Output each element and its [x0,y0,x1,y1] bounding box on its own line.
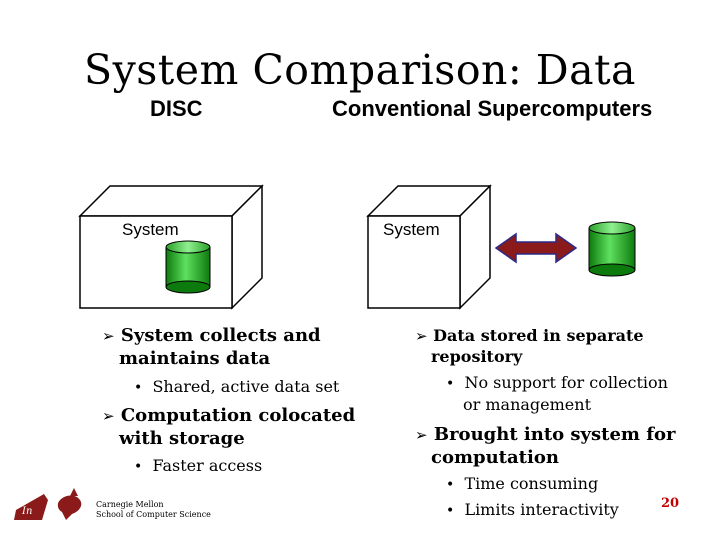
disc-storage-cylinder [165,240,211,294]
right-sub-1: • No support for collection [446,373,668,392]
right-b2-line2: computation [431,447,559,468]
svg-text:In: In [21,506,32,517]
cs-logo-icon: In [14,494,48,520]
left-b2-line2: with storage [119,428,245,449]
left-sub-2: • Faster access [134,456,263,475]
disc-heading: DISC [150,96,203,121]
disc-system-box: System [78,184,264,310]
left-b1-line2: maintains data [119,348,271,369]
page-number: 20 [661,496,680,511]
footer-line2: School of Computer Science [96,510,211,519]
conventional-system-box: System [366,184,492,310]
right-b2-sub1: Time consuming [464,474,599,493]
right-b1-sub-line2: or management [463,395,592,414]
right-bullet-2: ➢ Brought into system for [415,423,675,447]
right-b1-sub-line1: No support for collection [464,373,668,392]
griffin-logo-icon [57,488,82,520]
left-bullet-1: ➢ System collects and [102,324,321,348]
data-transfer-arrow [494,232,578,264]
footer-line1: Carnegie Mellon [96,500,164,509]
slide-title: System Comparison: Data [84,46,636,94]
right-sub-2b: • Limits interactivity [446,500,619,519]
right-b1-line1: Data stored in separate [433,326,644,345]
left-b2-line1: Computation colocated [120,405,356,426]
right-b1-line2: repository [431,347,523,366]
arrow-bullet-icon: ➢ [415,426,428,444]
right-b2-line1: Brought into system for [433,424,676,445]
right-b2-sub2: Limits interactivity [464,500,619,519]
arrow-bullet-icon: ➢ [415,327,428,345]
supercomputers-heading: Conventional Supercomputers [332,96,653,121]
right-bullet-1: ➢ Data stored in separate [415,324,644,348]
separate-repository-cylinder [588,221,636,277]
left-b2-sub: Faster access [152,456,263,475]
disc-system-label: System [122,220,179,239]
arrow-bullet-icon: ➢ [102,327,115,345]
left-bullet-2: ➢ Computation colocated [102,404,355,428]
arrow-bullet-icon: ➢ [102,407,115,425]
left-b1-line1: System collects and [120,325,321,346]
right-sub-2a: • Time consuming [446,474,599,493]
left-b1-sub: Shared, active data set [152,377,340,396]
left-sub-1: • Shared, active data set [134,377,340,396]
footer-credit: Carnegie Mellon School of Computer Scien… [96,500,211,520]
conventional-system-label: System [383,220,440,239]
